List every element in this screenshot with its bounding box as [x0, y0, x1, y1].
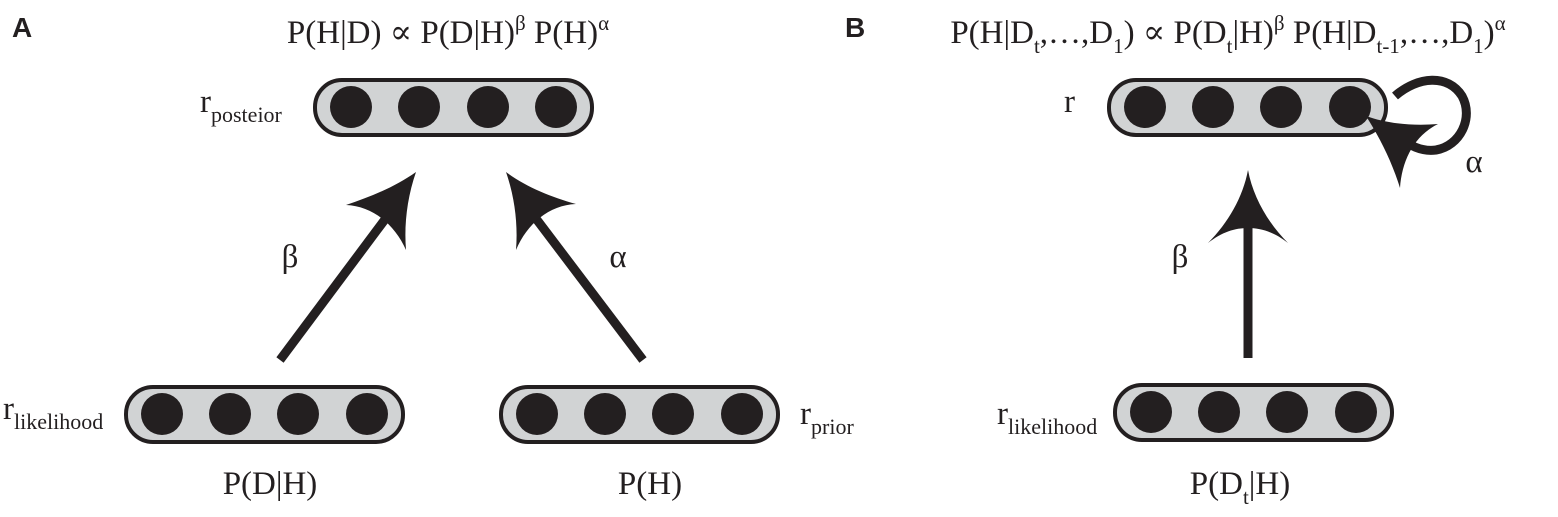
panel-b-eq-part: ) ∝ P(D	[1124, 15, 1227, 51]
caption-sub: t	[1243, 485, 1249, 509]
neuron	[535, 86, 577, 128]
neuron	[1124, 86, 1166, 128]
panel-b-equation: P(H|Dt,…,D1) ∝ P(Dt|H)β P(H|Dt-1,…,D1)α	[950, 11, 1505, 58]
panel-b-eq-sub: t	[1227, 34, 1233, 58]
posterior-layer-box	[313, 78, 594, 137]
panel-b-eq-part: ,…,D	[1040, 15, 1113, 51]
neuron	[1130, 391, 1172, 433]
neuron	[1266, 391, 1308, 433]
neuron	[1192, 86, 1234, 128]
likelihood-caption: P(Dt|H)	[1190, 466, 1290, 509]
panel-a-letter: A	[12, 12, 32, 43]
prior-layer-box	[499, 385, 780, 444]
arrow-head	[1208, 170, 1288, 243]
alpha-label: α	[609, 239, 626, 275]
panel-b-eq-sup: α	[1495, 11, 1506, 35]
arrow-shaft	[276, 207, 396, 363]
beta-arrow	[276, 172, 416, 363]
loop-shaft	[1392, 75, 1471, 155]
recurrent-layer	[1107, 78, 1388, 137]
panel-b-eq-sub: 1	[1473, 34, 1484, 58]
arrow-head	[1366, 116, 1438, 188]
likelihood-layer	[124, 385, 405, 444]
layer-label-sub: prior	[811, 414, 854, 439]
posterior-layer-label: rposteior	[200, 84, 283, 127]
neuron	[330, 86, 372, 128]
likelihood-layer-box	[124, 385, 405, 444]
panel-b-eq-part: )	[1484, 15, 1495, 51]
panel-b-eq-sub: t-1	[1376, 34, 1399, 58]
panel-b-eq-sub: 1	[1113, 34, 1124, 58]
neuron	[1260, 86, 1302, 128]
alpha-arrow	[506, 172, 647, 363]
neuron	[141, 393, 183, 435]
beta-label: β	[282, 239, 299, 275]
likelihood-caption: P(D|H)	[223, 466, 318, 502]
likelihood-layer-label: rlikelihood	[3, 391, 103, 434]
caption-part: |H)	[1249, 466, 1290, 502]
neuron	[584, 393, 626, 435]
neuron	[1329, 86, 1371, 128]
beta-arrow	[1208, 170, 1288, 358]
panel-b-eq-sub: t	[1034, 34, 1040, 58]
panel-a-equation: P(H|D) ∝ P(D|H)β P(H)α	[287, 11, 609, 51]
likelihood-layer-label: rlikelihood	[997, 396, 1097, 439]
layer-label-sub: posteior	[211, 102, 283, 127]
panel-b-letter: B	[845, 12, 865, 43]
panel-b-eq-part: |H)	[1232, 15, 1273, 51]
caption-part: P(D	[1190, 466, 1243, 502]
neuron	[721, 393, 763, 435]
panel-b-eq-part: P(H|D	[950, 15, 1034, 51]
layer-label-r: r	[200, 84, 211, 120]
panel-b-eq-part: ,…,D	[1400, 15, 1473, 51]
neuron	[277, 393, 319, 435]
panel-a-eq-sup: α	[598, 11, 609, 35]
arrow-head	[506, 172, 576, 250]
panel-b-eq-sup: β	[1274, 11, 1285, 35]
neuron	[467, 86, 509, 128]
panel-a-eq-sup: β	[515, 11, 526, 35]
prior-layer-label: rprior	[800, 396, 854, 439]
self-loop-arrow	[1366, 75, 1471, 188]
neuron	[209, 393, 251, 435]
recurrent-layer-box	[1107, 78, 1388, 137]
arrow-shaft	[524, 205, 647, 363]
arrow-head	[346, 172, 416, 250]
neuron	[1335, 391, 1377, 433]
neuron	[516, 393, 558, 435]
layer-label-sub: likelihood	[1008, 414, 1097, 439]
posterior-layer	[313, 78, 594, 137]
beta-label: β	[1172, 239, 1189, 275]
panel-b-eq-part: P(H|D	[1285, 15, 1377, 51]
prior-layer	[499, 385, 780, 444]
alpha-label: α	[1465, 144, 1482, 180]
likelihood-layer-box	[1113, 383, 1394, 442]
panel-a-eq-part: P(H|D) ∝ P(D|H)	[287, 15, 515, 51]
neuron	[652, 393, 694, 435]
likelihood-layer	[1113, 383, 1394, 442]
neuron	[398, 86, 440, 128]
neuron	[346, 393, 388, 435]
layer-label-r: r	[800, 396, 811, 432]
panel-a-eq-part: P(H)	[526, 15, 598, 51]
prior-caption: P(H)	[618, 466, 682, 502]
layer-label-r: r	[997, 396, 1008, 432]
layer-label-sub: likelihood	[14, 409, 103, 434]
layer-label-r: r	[3, 391, 14, 427]
recurrent-layer-label: r	[1064, 84, 1075, 120]
neuron	[1198, 391, 1240, 433]
